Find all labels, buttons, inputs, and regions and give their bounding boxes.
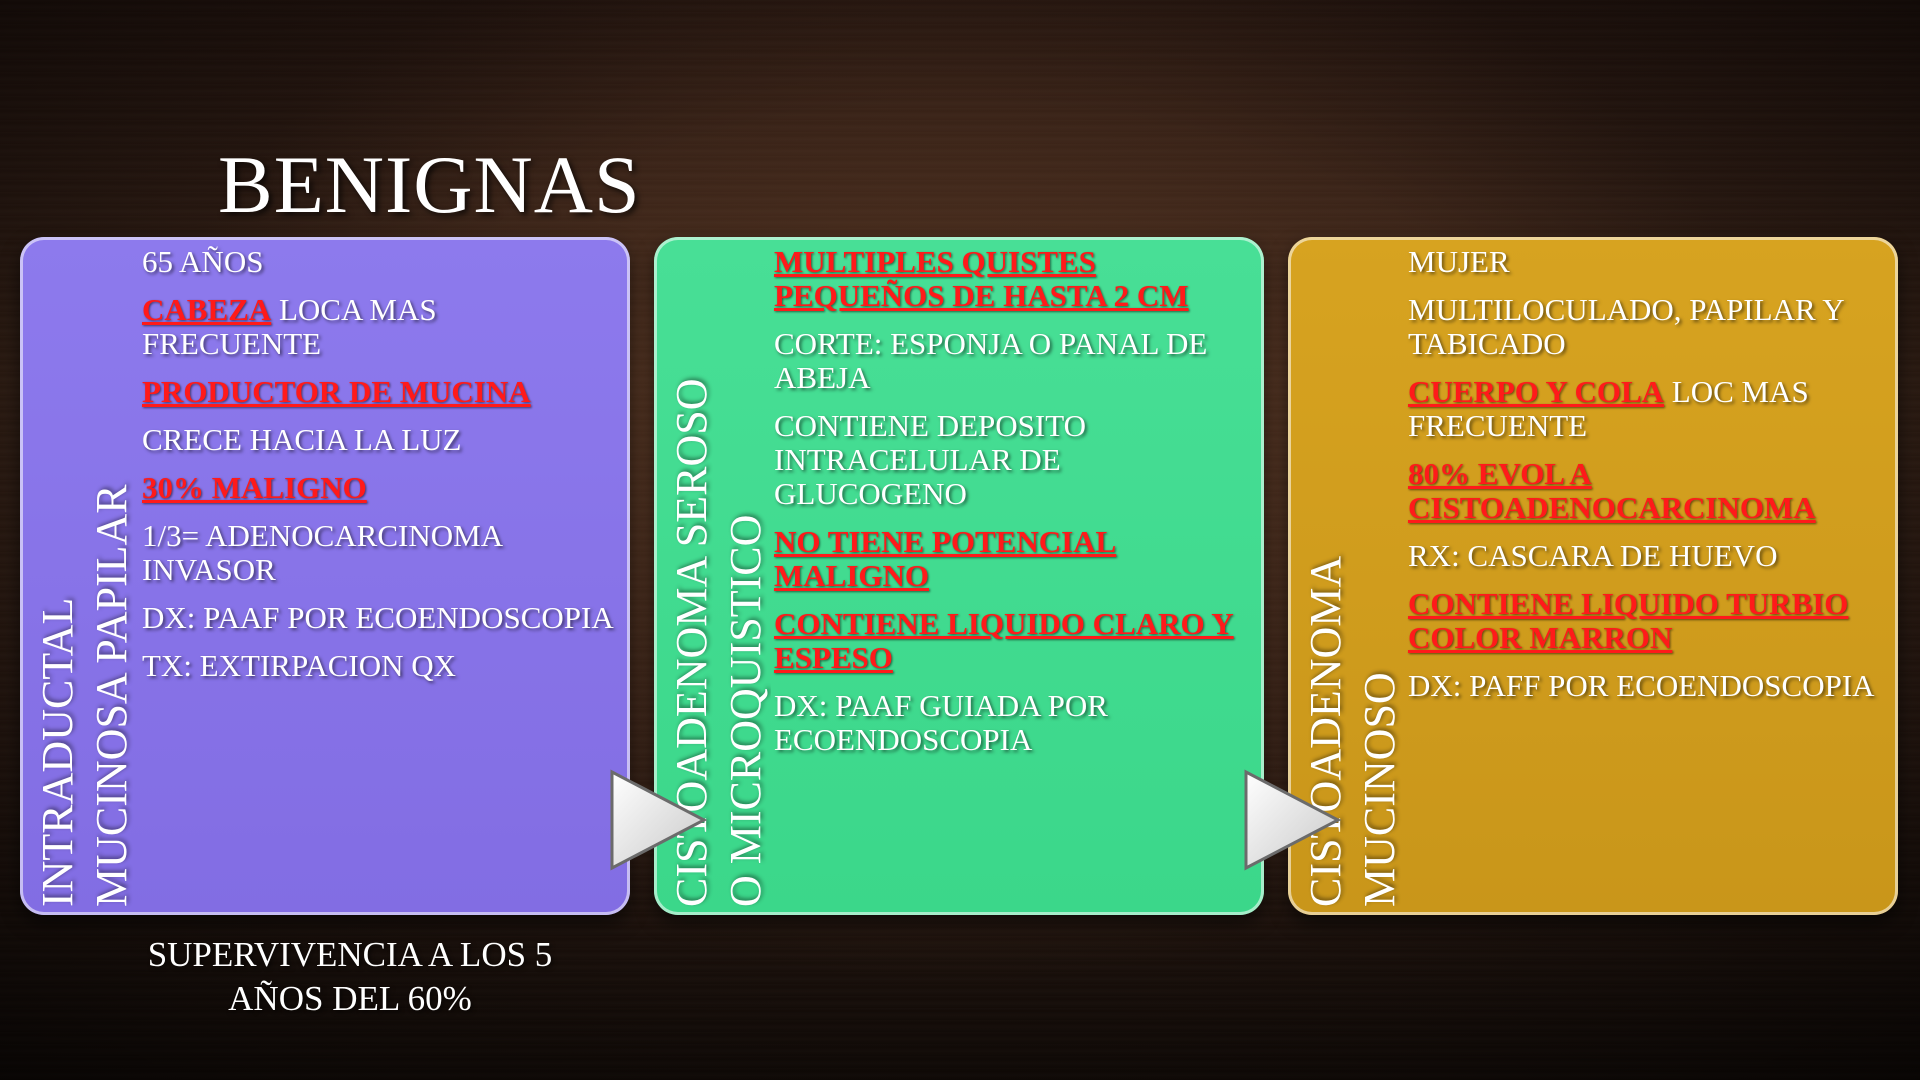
item-text: DX: PAAF POR ECOENDOSCOPIA (142, 600, 614, 635)
item-highlight: PRODUCTOR DE MUCINA (142, 374, 531, 409)
list-item: 65 AÑOS (142, 245, 616, 279)
item-text: LOCA MAS FRECUENTE (142, 292, 437, 361)
panel-intraductal: INTRADUCTAL MUCINOSA PAPILAR 65 AÑOS CAB… (20, 237, 630, 915)
survival-note: SUPERVIVENCIA A LOS 5 AÑOS DEL 60% (70, 933, 630, 1021)
item-highlight: MULTIPLES QUISTES PEQUEÑOS DE HASTA 2 CM (774, 244, 1189, 313)
list-item: DX: PAAF GUIADA POR ECOENDOSCOPIA (774, 689, 1250, 757)
item-text: MUJER (1408, 244, 1510, 279)
item-text: 65 AÑOS (142, 244, 264, 279)
list-item: CABEZA LOCA MAS FRECUENTE (142, 293, 616, 361)
list-item: CRECE HACIA LA LUZ (142, 423, 616, 457)
item-text: RX: CASCARA DE HUEVO (1408, 538, 1778, 573)
panel-heading-line: INTRADUCTAL (33, 597, 82, 907)
panel-item-list: MUJER MULTILOCULADO, PAPILAR Y TABICADO … (1408, 245, 1884, 717)
panel-heading-line: MUCINOSO (1355, 672, 1404, 907)
panel-heading-line: MUCINOSA PAPILAR (87, 484, 136, 907)
item-text: CRECE HACIA LA LUZ (142, 422, 462, 457)
list-item: MUJER (1408, 245, 1884, 279)
list-item: PRODUCTOR DE MUCINA (142, 375, 616, 409)
list-item: DX: PAAF POR ECOENDOSCOPIA (142, 601, 616, 635)
list-item: CONTIENE DEPOSITO INTRACELULAR DE GLUCOG… (774, 409, 1250, 511)
item-text: DX: PAAF GUIADA POR ECOENDOSCOPIA (774, 688, 1108, 757)
item-highlight: CONTIENE LIQUIDO CLARO Y ESPESO (774, 606, 1234, 675)
list-item: NO TIENE POTENCIAL MALIGNO (774, 525, 1250, 593)
list-item: CORTE: ESPONJA O PANAL DE ABEJA (774, 327, 1250, 395)
item-text: CORTE: ESPONJA O PANAL DE ABEJA (774, 326, 1208, 395)
item-highlight: CUERPO Y COLA (1408, 374, 1665, 409)
item-highlight: 80% EVOL A CISTOADENOCARCINOMA (1408, 456, 1816, 525)
survival-note-line: AÑOS DEL 60% (228, 979, 472, 1018)
list-item: CONTIENE LIQUIDO TURBIO COLOR MARRON (1408, 587, 1884, 655)
panel-item-list: 65 AÑOS CABEZA LOCA MAS FRECUENTE PRODUC… (142, 245, 616, 697)
item-text: CONTIENE DEPOSITO INTRACELULAR DE GLUCOG… (774, 408, 1086, 511)
list-item: CUERPO Y COLA LOC MAS FRECUENTE (1408, 375, 1884, 443)
item-highlight: 30% MALIGNO (142, 470, 367, 505)
item-text: 1/3= ADENOCARCINOMA INVASOR (142, 518, 502, 587)
panel-cistoadenoma-seroso: CISTOADENOMA SEROSO O MICROQUISTICO MULT… (654, 237, 1264, 915)
survival-note-line: SUPERVIVENCIA A LOS 5 (147, 935, 553, 974)
item-text: TX: EXTIRPACION QX (142, 648, 457, 683)
arrow-right-icon (608, 768, 708, 872)
item-text: DX: PAFF POR ECOENDOSCOPIA (1408, 668, 1875, 703)
list-item: DX: PAFF POR ECOENDOSCOPIA (1408, 669, 1884, 703)
list-item: MULTILOCULADO, PAPILAR Y TABICADO (1408, 293, 1884, 361)
list-item: 1/3= ADENOCARCINOMA INVASOR (142, 519, 616, 587)
list-item: 80% EVOL A CISTOADENOCARCINOMA (1408, 457, 1884, 525)
list-item: MULTIPLES QUISTES PEQUEÑOS DE HASTA 2 CM (774, 245, 1250, 313)
list-item: 30% MALIGNO (142, 471, 616, 505)
item-text: MULTILOCULADO, PAPILAR Y TABICADO (1408, 292, 1844, 361)
item-highlight: NO TIENE POTENCIAL MALIGNO (774, 524, 1117, 593)
item-highlight: CABEZA (142, 292, 272, 327)
panel-heading-line: O MICROQUISTICO (721, 514, 770, 907)
list-item: TX: EXTIRPACION QX (142, 649, 616, 683)
panel-cistoadenoma-mucinoso: CISTOADENOMA MUCINOSO MUJER MULTILOCULAD… (1288, 237, 1898, 915)
slide-title: BENIGNAS (218, 139, 641, 230)
list-item: CONTIENE LIQUIDO CLARO Y ESPESO (774, 607, 1250, 675)
list-item: RX: CASCARA DE HUEVO (1408, 539, 1884, 573)
arrow-right-icon (1242, 768, 1342, 872)
panel-heading: INTRADUCTAL MUCINOSA PAPILAR (32, 245, 138, 907)
panel-item-list: MULTIPLES QUISTES PEQUEÑOS DE HASTA 2 CM… (774, 245, 1250, 771)
item-highlight: CONTIENE LIQUIDO TURBIO COLOR MARRON (1408, 586, 1849, 655)
item-text: LOC MAS FRECUENTE (1408, 374, 1809, 443)
